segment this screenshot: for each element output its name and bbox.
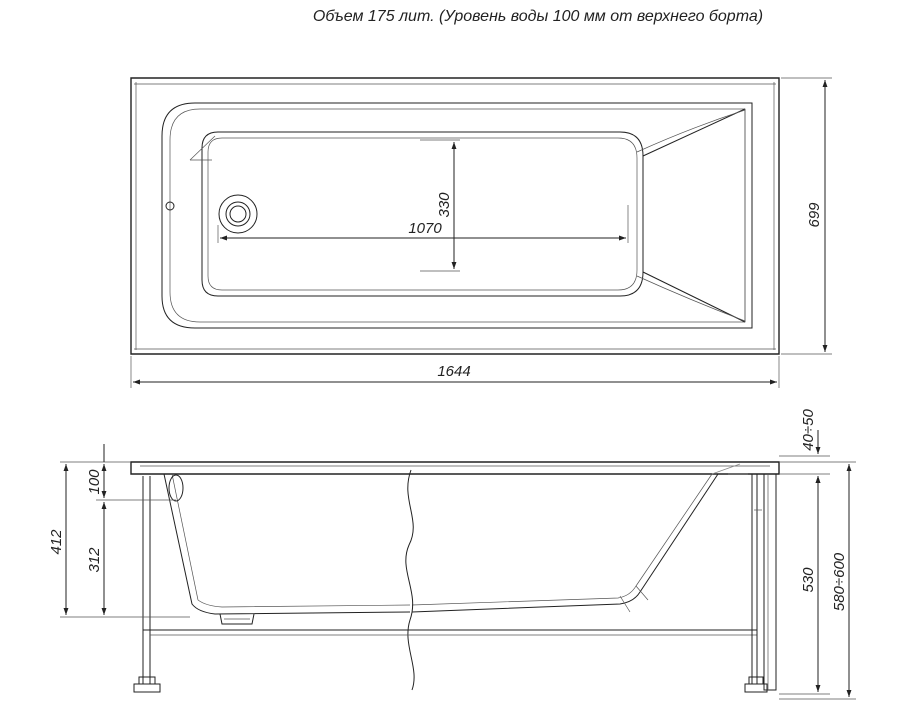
basin-bottom bbox=[201, 131, 644, 297]
drain-icon bbox=[218, 194, 258, 234]
dimension-40-50-label: 40÷50 bbox=[800, 409, 817, 451]
front-panel bbox=[763, 473, 777, 691]
outer-rim-outline bbox=[130, 77, 780, 355]
right-foot-icon bbox=[744, 676, 768, 693]
dimension-412-label: 412 bbox=[48, 529, 65, 555]
tub-body-outline bbox=[163, 473, 411, 615]
overflow-icon bbox=[165, 201, 175, 211]
dimension-1070-label: 1070 bbox=[408, 220, 442, 237]
dimension-1644-label: 1644 bbox=[437, 363, 470, 380]
basin-outline bbox=[161, 102, 753, 329]
dimension-312-label: 312 bbox=[86, 547, 103, 573]
drawing-title: Объем 175 лит. (Уровень воды 100 мм от в… bbox=[313, 8, 763, 25]
top-view: 1070 330 1644 699 bbox=[130, 77, 832, 388]
dimension-100-label: 100 bbox=[86, 469, 103, 495]
side-rim bbox=[130, 461, 780, 475]
dimension-330-label: 330 bbox=[436, 192, 453, 218]
dimension-530-label: 530 bbox=[800, 567, 817, 593]
dimension-699-label: 699 bbox=[806, 202, 823, 228]
left-foot-icon bbox=[133, 676, 161, 693]
side-view: 412 100 312 40÷50 530 580÷600 bbox=[48, 409, 856, 700]
break-line bbox=[405, 469, 415, 691]
dimension-580-600-label: 580÷600 bbox=[831, 552, 848, 611]
